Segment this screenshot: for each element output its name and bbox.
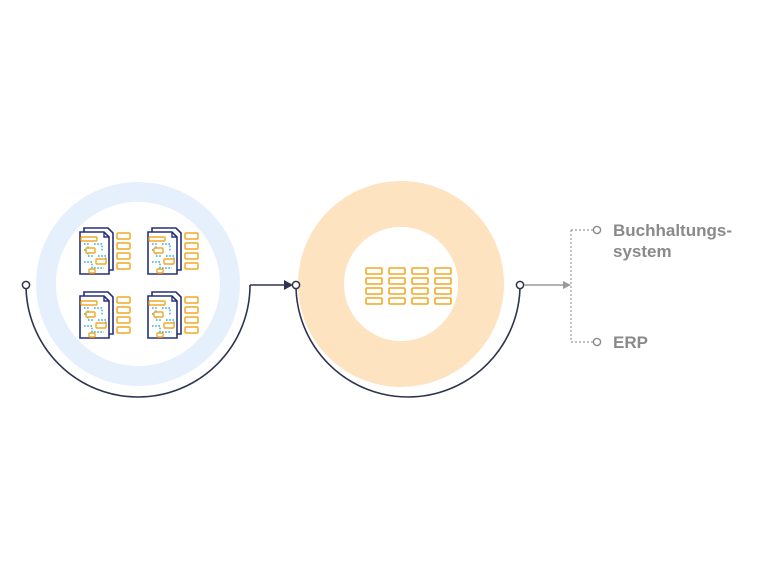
documents-ring xyxy=(36,182,240,386)
data-field-icon xyxy=(365,287,383,295)
arrow-right-icon xyxy=(563,281,571,289)
target-label-erp: ERP xyxy=(613,332,648,353)
data-field-icon xyxy=(365,297,383,305)
data-field-icon xyxy=(434,267,452,275)
data-field-icon xyxy=(388,287,406,295)
data-field-icon xyxy=(365,267,383,275)
target-label-accounting-system: Buchhaltungs- system xyxy=(613,220,732,262)
data-field-icon xyxy=(411,297,429,305)
arrow-right-icon xyxy=(284,280,293,290)
data-field-icon xyxy=(434,277,452,285)
data-field-icon xyxy=(411,267,429,275)
data-field-icon xyxy=(388,267,406,275)
target-label-line: Buchhaltungs- xyxy=(613,221,732,240)
data-field-icon xyxy=(434,287,452,295)
flow-arc-extraction xyxy=(295,284,521,398)
data-field-icon xyxy=(434,297,452,305)
data-field-icon xyxy=(388,297,406,305)
target-node-erp xyxy=(592,337,602,347)
data-field-icon xyxy=(388,277,406,285)
data-field-icon xyxy=(411,277,429,285)
target-node-accounting xyxy=(592,225,602,235)
extracted-fields-grid xyxy=(365,267,452,305)
documents-ring-inner xyxy=(56,202,220,366)
flow-start-node xyxy=(21,280,31,290)
data-field-icon xyxy=(411,287,429,295)
flow-arc-documents xyxy=(25,284,251,398)
extraction-input-node xyxy=(291,280,301,290)
data-field-icon xyxy=(365,277,383,285)
extraction-output-node xyxy=(515,280,525,290)
target-label-line: ERP xyxy=(613,333,648,352)
extraction-ring xyxy=(298,181,504,387)
target-branch-lines xyxy=(570,229,593,343)
target-label-line: system xyxy=(613,242,672,261)
